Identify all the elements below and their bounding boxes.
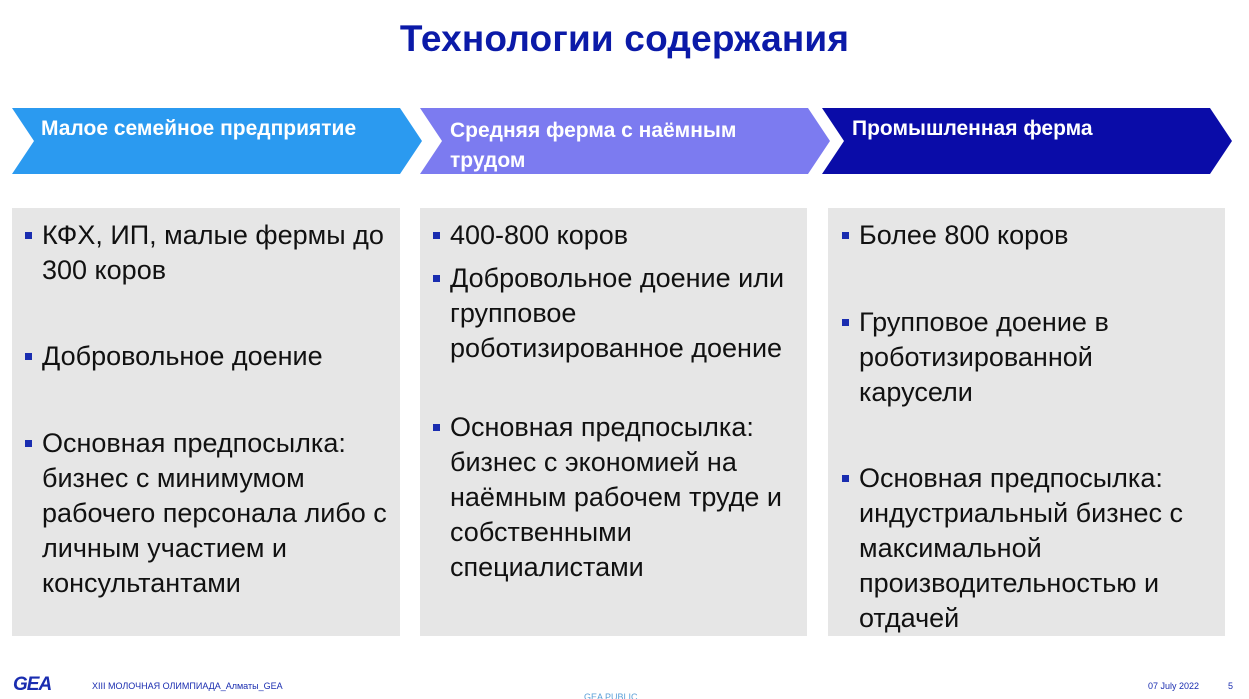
bullet-text: Основная предпосылка: индустриальный биз… <box>859 463 1183 633</box>
panel-industrial-farm <box>828 208 1225 636</box>
bullet-text: Добровольное доение или групповое роботи… <box>450 263 785 363</box>
footer-date: 07 July 2022 <box>1148 681 1200 691</box>
bullet-text: Групповое доение в роботизированной кару… <box>859 307 1109 407</box>
bullet-item: Основная предпосылка: бизнес с экономией… <box>433 410 798 585</box>
bullet-square-icon <box>842 475 849 482</box>
bullet-text: Основная предпосылка: бизнес с минимумом… <box>42 428 387 598</box>
bullet-item: Более 800 коров <box>842 218 1219 253</box>
bullet-square-icon <box>433 275 440 282</box>
bullet-text: КФХ, ИП, малые фермы до 300 коров <box>42 220 384 285</box>
classification-label: GEA PUBLIC <box>584 692 638 699</box>
chevron-industrial-farm: Промышленная ферма <box>822 108 1232 174</box>
gea-logo: GEA <box>13 674 52 695</box>
bullet-item: Основная предпосылка: индустриальный биз… <box>842 461 1221 636</box>
bullet-item: 400-800 коров <box>433 218 798 253</box>
bullet-square-icon <box>433 232 440 239</box>
bullet-item: Основная предпосылка: бизнес с минимумом… <box>25 426 392 601</box>
bullet-square-icon <box>25 232 32 239</box>
bullet-item: Добровольное доение <box>25 339 392 374</box>
page-number: 5 <box>1228 681 1234 691</box>
panel-small-family-farm <box>12 208 400 636</box>
footer-event-text: XIII МОЛОЧНАЯ ОЛИМПИАДА_Алматы_GEA <box>92 681 283 691</box>
bullet-square-icon <box>433 424 440 431</box>
bullet-square-icon <box>25 353 32 360</box>
bullet-text: Добровольное доение <box>42 341 323 371</box>
bullet-square-icon <box>25 440 32 447</box>
slide-title: Технологии содержания <box>399 18 850 59</box>
bullet-text: Основная предпосылка: бизнес с экономией… <box>450 412 782 582</box>
chevron-label: Промышленная ферма <box>852 117 1093 140</box>
bullet-item: КФХ, ИП, малые фермы до 300 коров <box>25 218 392 288</box>
bullet-item: Добровольное доение или групповое роботи… <box>433 261 790 366</box>
chevron-label: Малое семейное предприятие <box>41 117 357 140</box>
bullet-item: Групповое доение в роботизированной кару… <box>842 305 1179 410</box>
chevron-label: Средняя ферма с наёмным трудом <box>450 119 737 172</box>
panel-medium-farm <box>420 208 807 636</box>
bullet-text: Более 800 коров <box>859 220 1069 250</box>
bullet-square-icon <box>842 232 849 239</box>
bullet-square-icon <box>842 319 849 326</box>
bullet-text: 400-800 коров <box>450 220 629 250</box>
chevron-small-family-farm: Малое семейное предприятие <box>12 108 422 174</box>
chevron-medium-farm: Средняя ферма с наёмным трудом <box>420 108 830 174</box>
